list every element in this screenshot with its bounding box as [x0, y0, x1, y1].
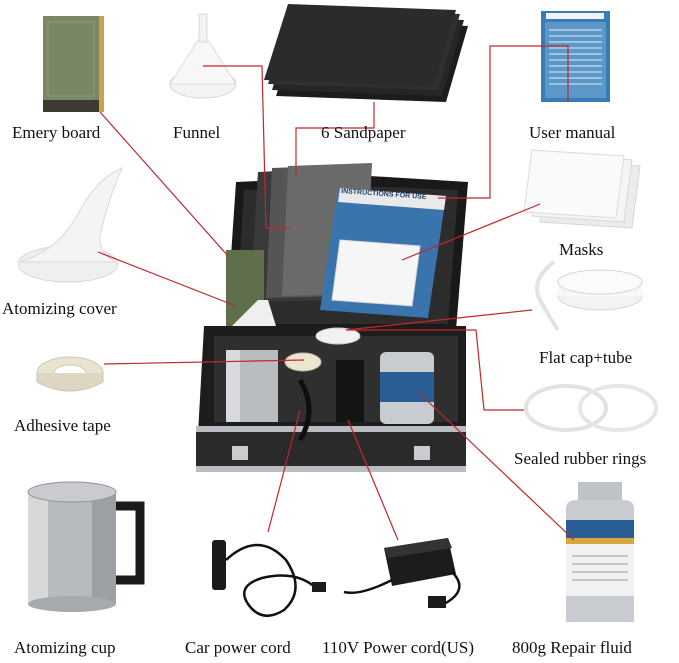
leader-line-atomizing-cover: [97, 251, 237, 307]
leader-line-repair-fluid: [417, 391, 575, 541]
label-user-manual: User manual: [529, 123, 616, 142]
leader-line-adhesive-tape: [103, 359, 305, 365]
label-emery-board: Emery board: [12, 123, 101, 142]
label-flat-cap-tube: Flat cap+tube: [539, 348, 633, 367]
leader-line-masks: [401, 203, 541, 261]
atomizing-cup-image: [27, 481, 145, 612]
label-car-power-cord: Car power cord: [185, 638, 291, 657]
adhesive-tape-image: [36, 356, 104, 392]
emery-board-image: [43, 16, 104, 112]
leader-line-rubber-rings: [346, 329, 524, 411]
label-power-cord-us: 110V Power cord(US): [322, 638, 475, 657]
label-repair-fluid: 800g Repair fluid: [512, 638, 632, 657]
label-adhesive-tape: Adhesive tape: [14, 416, 111, 435]
leader-line-emery-board: [99, 111, 229, 257]
label-funnel: Funnel: [173, 123, 221, 142]
label-atomizing-cover: Atomizing cover: [2, 299, 117, 318]
leader-line-sandpaper: [295, 102, 375, 176]
power-adapter-image: [343, 538, 461, 608]
label-sealed-rubber-rings: Sealed rubber rings: [514, 449, 647, 468]
label-sandpaper: 6 Sandpaper: [321, 123, 406, 142]
leader-line-flat-cap-tube: [345, 309, 533, 331]
repair-fluid-bottle-image: [566, 482, 634, 622]
atomizing-cover-image: [17, 167, 123, 283]
car-power-cord-image: [212, 540, 326, 617]
flat-cap-tube-image: [535, 260, 643, 332]
leader-line-power-cord: [347, 419, 399, 541]
leader-line-funnel: [203, 65, 290, 229]
masks-image: [523, 149, 641, 229]
rubber-rings-image: [524, 384, 658, 432]
leader-line-car-power-cord: [267, 409, 301, 533]
label-masks: Masks: [559, 240, 604, 259]
user-manual-image: [541, 11, 610, 102]
funnel-image: [169, 13, 237, 99]
label-atomizing-cup: Atomizing cup: [14, 638, 116, 657]
carrying-case-image: [196, 163, 468, 472]
leader-line-user-manual: [438, 45, 569, 199]
sandpaper-stack-image: [264, 4, 468, 102]
leader-lines: [97, 45, 575, 541]
